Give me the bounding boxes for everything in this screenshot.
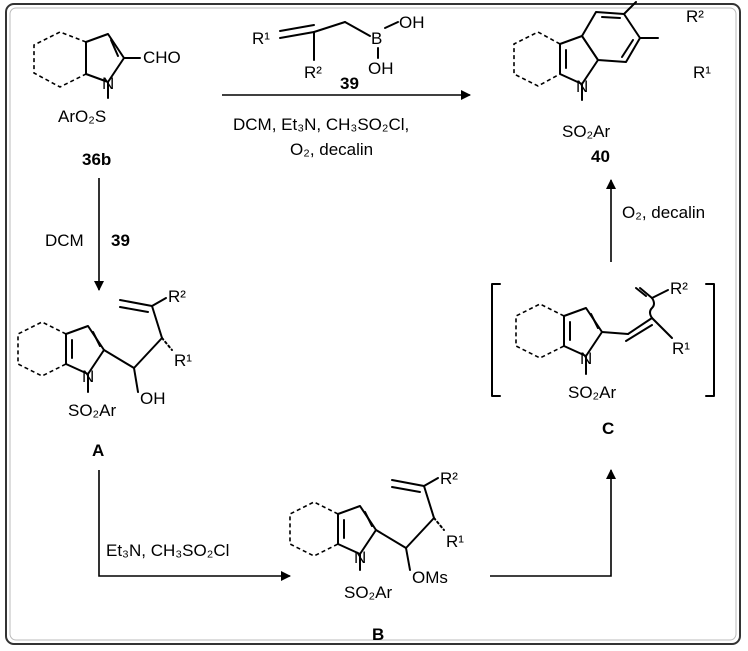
compound-c-n: N bbox=[580, 349, 592, 368]
reagent-39-structure bbox=[279, 21, 399, 61]
reagent-39-b: B bbox=[371, 29, 382, 48]
compound-a-r2: R² bbox=[168, 287, 186, 306]
compound-a-so2ar: SO₂Ar bbox=[68, 401, 117, 420]
compound-a-n: N bbox=[82, 367, 94, 386]
compound-40-r1: R¹ bbox=[693, 63, 711, 82]
compound-b-id: B bbox=[372, 625, 384, 644]
condition-bottom: Et₃N, CH₃SO₂Cl bbox=[106, 541, 229, 560]
compound-36b-cho: CHO bbox=[143, 48, 181, 67]
reagent-39-oh-top: OH bbox=[399, 13, 425, 32]
arrow-bottom-right bbox=[490, 469, 616, 577]
scheme-frame bbox=[5, 3, 741, 645]
compound-40-r2: R² bbox=[686, 7, 704, 26]
reagent-39-oh-bottom: OH bbox=[368, 59, 394, 78]
compound-36b-id: 36b bbox=[82, 150, 111, 169]
bracket-right bbox=[705, 283, 715, 397]
compound-b-r2: R² bbox=[440, 469, 458, 488]
compound-40-id: 40 bbox=[591, 147, 610, 166]
compound-c-id: C bbox=[602, 419, 614, 438]
compound-b-oms: OMs bbox=[412, 568, 448, 587]
reagent-39-r2: R² bbox=[304, 63, 322, 82]
condition-right: O₂, decalin bbox=[622, 203, 705, 222]
reagent-39-id: 39 bbox=[340, 74, 359, 93]
condition-top-line1: DCM, Et₃N, CH₃SO₂Cl, bbox=[233, 115, 409, 134]
compound-b-so2ar: SO₂Ar bbox=[344, 583, 393, 602]
compound-a-r1: R¹ bbox=[174, 351, 192, 370]
condition-left: DCM bbox=[45, 231, 84, 250]
compound-b-n: N bbox=[354, 548, 366, 567]
compound-c-r2: R² bbox=[670, 279, 688, 298]
compound-a-structure bbox=[17, 297, 173, 393]
compound-a-id: A bbox=[92, 441, 104, 460]
arrow-bottom-left bbox=[98, 470, 291, 581]
compound-c-r1: R¹ bbox=[672, 339, 690, 358]
condition-left-id: 39 bbox=[111, 231, 130, 250]
compound-36b-aro2s: ArO₂S bbox=[58, 107, 106, 126]
compound-c-structure bbox=[515, 287, 673, 375]
condition-top-line2: O₂, decalin bbox=[290, 140, 373, 159]
compound-40-so2ar: SO₂Ar bbox=[562, 122, 611, 141]
compound-40-n: N bbox=[576, 77, 588, 96]
reagent-39-r1: R¹ bbox=[252, 29, 270, 48]
compound-36b-n: N bbox=[102, 74, 114, 93]
compound-b-r1: R¹ bbox=[446, 532, 464, 551]
compound-40-structure bbox=[513, 1, 659, 101]
compound-a-oh: OH bbox=[140, 389, 166, 408]
bracket-left bbox=[491, 283, 501, 397]
compound-b-structure bbox=[289, 477, 445, 571]
compound-36b-structure bbox=[33, 31, 141, 99]
compound-c-so2ar: SO₂Ar bbox=[568, 383, 617, 402]
